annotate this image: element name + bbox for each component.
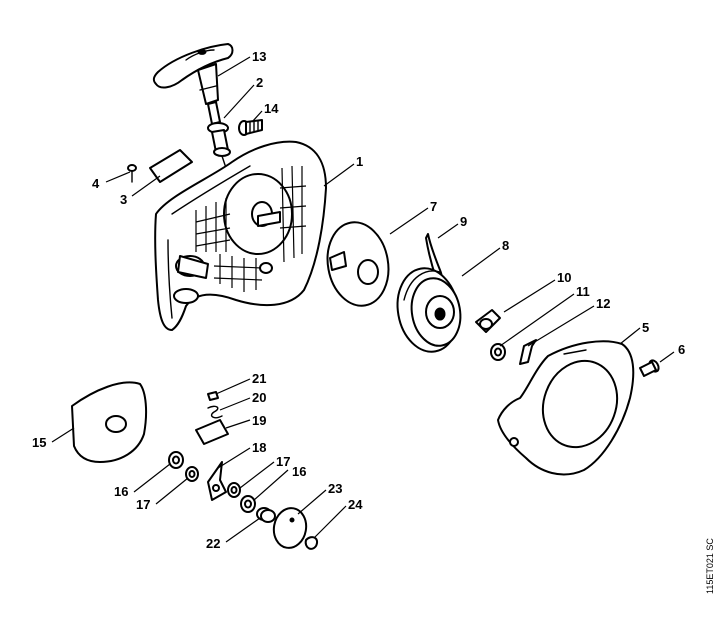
callout-16-right: 16 — [292, 464, 306, 479]
callout-10: 10 — [557, 270, 571, 285]
callout-22: 22 — [206, 536, 220, 551]
spring-21 — [207, 391, 219, 401]
callout-20: 20 — [252, 390, 266, 405]
spring-19 — [195, 419, 229, 445]
spring-cover — [326, 221, 390, 307]
washer-16-right — [240, 495, 256, 513]
callout-7: 7 — [430, 199, 437, 214]
callout-19: 19 — [252, 413, 266, 428]
drum-23 — [272, 507, 308, 549]
starter-grip — [152, 43, 234, 105]
screw-6 — [639, 359, 660, 377]
callout-4: 4 — [92, 176, 100, 191]
callout-labels: 13 2 14 4 3 1 7 9 8 10 11 12 5 6 15 21 2… — [32, 49, 685, 551]
spring-22 — [256, 507, 276, 523]
washer-17-right — [227, 482, 241, 498]
leader-lines — [51, 56, 675, 543]
callout-24: 24 — [348, 497, 363, 512]
pawl — [475, 309, 501, 333]
screw-14 — [238, 119, 263, 136]
callout-8: 8 — [502, 238, 509, 253]
callout-9: 9 — [460, 214, 467, 229]
callout-16-left: 16 — [114, 484, 128, 499]
circlip-24 — [304, 536, 318, 550]
callout-6: 6 — [678, 342, 685, 357]
callout-5: 5 — [642, 320, 649, 335]
screw-4 — [127, 164, 137, 183]
callout-12: 12 — [596, 296, 610, 311]
callout-15: 15 — [32, 435, 46, 450]
callout-1: 1 — [356, 154, 363, 169]
callout-3: 3 — [120, 192, 127, 207]
washer-16-left — [168, 451, 184, 469]
brake-lever — [207, 461, 227, 501]
callout-11: 11 — [576, 284, 590, 299]
fan-housing — [154, 140, 327, 331]
callout-21: 21 — [252, 371, 266, 386]
washer-11 — [490, 343, 506, 361]
washer-17-left — [185, 466, 199, 482]
callout-13: 13 — [252, 49, 266, 64]
spring-clip — [519, 339, 537, 365]
callout-18: 18 — [252, 440, 266, 455]
reference-code: 115ET021 SC — [705, 538, 715, 594]
rope-rotor — [396, 267, 462, 353]
fan-cover — [497, 340, 635, 476]
guide-plate-15 — [71, 381, 148, 463]
callout-17-right: 17 — [276, 454, 290, 469]
callout-2: 2 — [256, 75, 263, 90]
starter-rope — [207, 101, 231, 169]
callout-14: 14 — [264, 101, 279, 116]
callout-23: 23 — [328, 481, 342, 496]
spring-20 — [207, 405, 223, 419]
rope-guide-plate — [149, 149, 193, 183]
callout-17-left: 17 — [136, 497, 150, 512]
